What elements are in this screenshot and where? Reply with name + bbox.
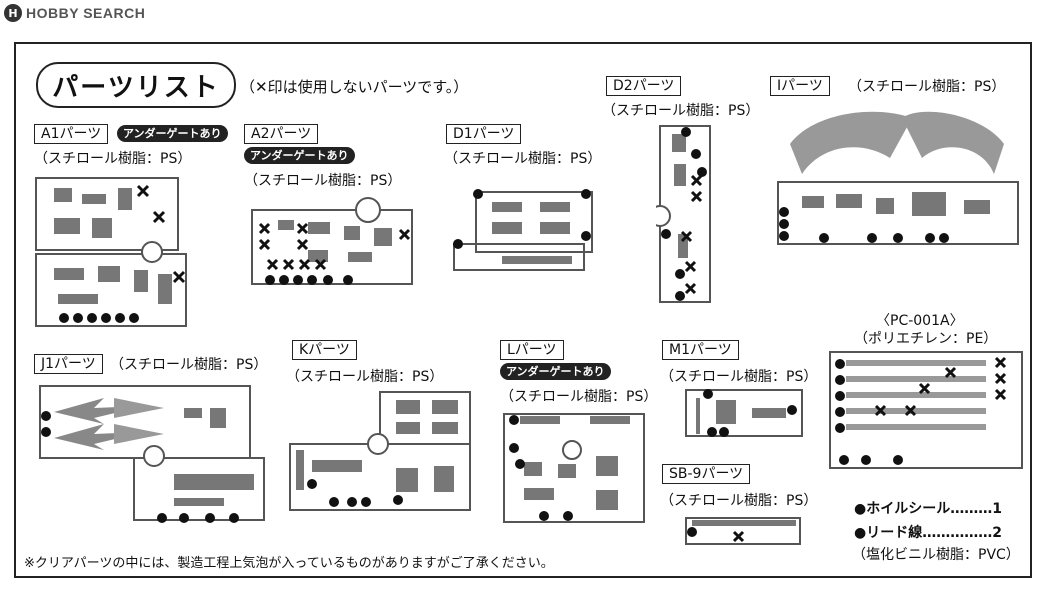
l-sprue-diagram [500,408,652,528]
i-label: Iパーツ [770,76,830,96]
d1-sprue-diagram [452,174,600,274]
d1-label: D1パーツ [446,124,522,144]
sb9-label: SB-9パーツ [662,464,751,484]
j1-label: J1パーツ [34,354,103,374]
pc-material: （ポリエチレン：PE） [854,331,998,347]
pc-label: 〈PC-001A〉 [876,313,964,329]
a1-label: A1パーツ [34,124,109,144]
a2-material: （スチロール樹脂：PS） [244,173,402,189]
k-material: （スチロール樹脂：PS） [286,369,444,385]
i-material: （スチロール樹脂：PS） [848,79,1006,95]
a1-sprue-diagram [34,174,206,332]
d2-material: （スチロール樹脂：PS） [602,103,760,119]
k-label: Kパーツ [292,340,357,360]
subtitle: （✕印は使用しないパーツです。） [240,78,469,96]
logo: H HOBBY SEARCH [4,4,145,22]
i-sprue-diagram [772,104,1022,254]
j1-sprue-diagram [34,378,274,526]
footnote: ※クリアパーツの中には、製造工程上気泡が入っているものがありますがご了承ください… [24,556,554,571]
a2-sprue-diagram [248,194,416,292]
l-material: （スチロール樹脂：PS） [500,389,658,405]
wheel-seal-item: ●ホイルシール………1 [854,501,1002,517]
logo-text: HOBBY SEARCH [26,5,146,21]
m1-material: （スチロール樹脂：PS） [660,369,818,385]
pc-sprue-diagram [826,348,1026,472]
m1-sprue-diagram [682,386,810,446]
d2-sprue-diagram [656,124,718,304]
sb9-material: （スチロール樹脂：PS） [660,493,818,509]
sb9-sprue-diagram [682,514,806,548]
parts-list-frame: パーツリスト （✕印は使用しないパーツです。） A1パーツ アンダーゲートあり … [14,42,1032,578]
d2-label: D2パーツ [606,76,682,96]
logo-badge: H [4,4,22,22]
m1-label: M1パーツ [662,340,739,360]
a1-material: （スチロール樹脂：PS） [34,151,192,167]
l-label: Lパーツ [500,340,564,360]
a2-gate-badge: アンダーゲートあり [244,147,355,164]
k-sprue-diagram [286,388,474,514]
a1-gate-badge: アンダーゲートあり [117,125,228,142]
l-gate-badge: アンダーゲートあり [500,363,611,380]
page-title: パーツリスト [36,62,236,108]
pvc-material: （塩化ビニル樹脂：PVC） [852,547,1020,563]
d1-material: （スチロール樹脂：PS） [444,151,602,167]
j1-material: （スチロール樹脂：PS） [110,357,268,373]
lead-wire-item: ●リード線……………2 [854,525,1002,541]
a2-label: A2パーツ [244,124,319,144]
